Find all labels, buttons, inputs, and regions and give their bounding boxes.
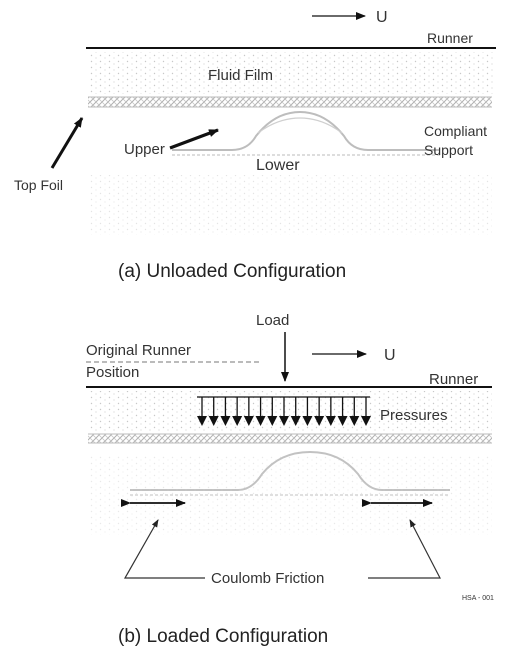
compliant-support-label: Compliant Support <box>424 123 491 158</box>
upper-label: Upper <box>124 141 165 158</box>
pressure-arrow-head <box>325 416 336 426</box>
pressure-arrows <box>197 396 371 426</box>
panel-b-loaded: Load Original Runner Position U Runner P… <box>86 312 494 647</box>
pressure-arrow-head <box>243 416 254 426</box>
caption-a: (a) Unloaded Configuration <box>118 261 346 282</box>
pressure-arrow-head <box>232 416 243 426</box>
pressure-arrow-head <box>361 416 371 426</box>
top-foil-band-a <box>88 97 492 107</box>
pressures-label: Pressures <box>380 407 448 424</box>
pressure-arrow-head <box>197 416 207 426</box>
velocity-label-b: U <box>384 347 396 364</box>
original-runner-line-2: Position <box>86 364 139 381</box>
pressure-arrow-head <box>208 416 219 426</box>
runner-label-a: Runner <box>427 30 473 46</box>
fluid-film-region-a <box>88 52 494 94</box>
pressure-arrow-head <box>349 416 360 426</box>
velocity-label-a: U <box>376 9 388 26</box>
fluid-film-label: Fluid Film <box>208 67 273 84</box>
compliant-support-line-2: Support <box>424 142 473 158</box>
load-label: Load <box>256 312 289 329</box>
friction-leader-right <box>368 519 441 579</box>
pressure-arrow-head <box>255 416 266 426</box>
upper-arrow <box>169 128 219 150</box>
figure-code: HSA - 001 <box>462 595 494 602</box>
original-runner-position-label: Original Runner Position <box>86 342 195 381</box>
pressure-arrow-head <box>279 416 289 426</box>
top-foil-arrow <box>50 117 84 169</box>
original-runner-line-1: Original Runner <box>86 342 191 359</box>
top-foil-band-b <box>88 434 492 443</box>
caption-b: (b) Loaded Configuration <box>118 626 328 647</box>
top-foil-label: Top Foil <box>14 177 63 193</box>
compliant-support-line-1: Compliant <box>424 123 487 139</box>
pressure-arrow-head <box>267 416 278 426</box>
pressure-arrow-head <box>302 416 313 426</box>
runner-label-b: Runner <box>429 371 478 388</box>
pressure-arrow-head <box>314 416 325 426</box>
panel-a-unloaded: U Runner Fluid Film Top Foil Upper Lower… <box>14 9 496 282</box>
bump-foil-a <box>172 110 440 151</box>
pressure-arrow-head <box>220 416 231 426</box>
friction-leader-left <box>123 519 205 579</box>
coulomb-friction-label: Coulomb Friction <box>211 570 324 587</box>
pressure-arrow-head <box>337 416 348 426</box>
pressure-arrow-head <box>290 416 301 426</box>
lower-label: Lower <box>256 157 300 174</box>
